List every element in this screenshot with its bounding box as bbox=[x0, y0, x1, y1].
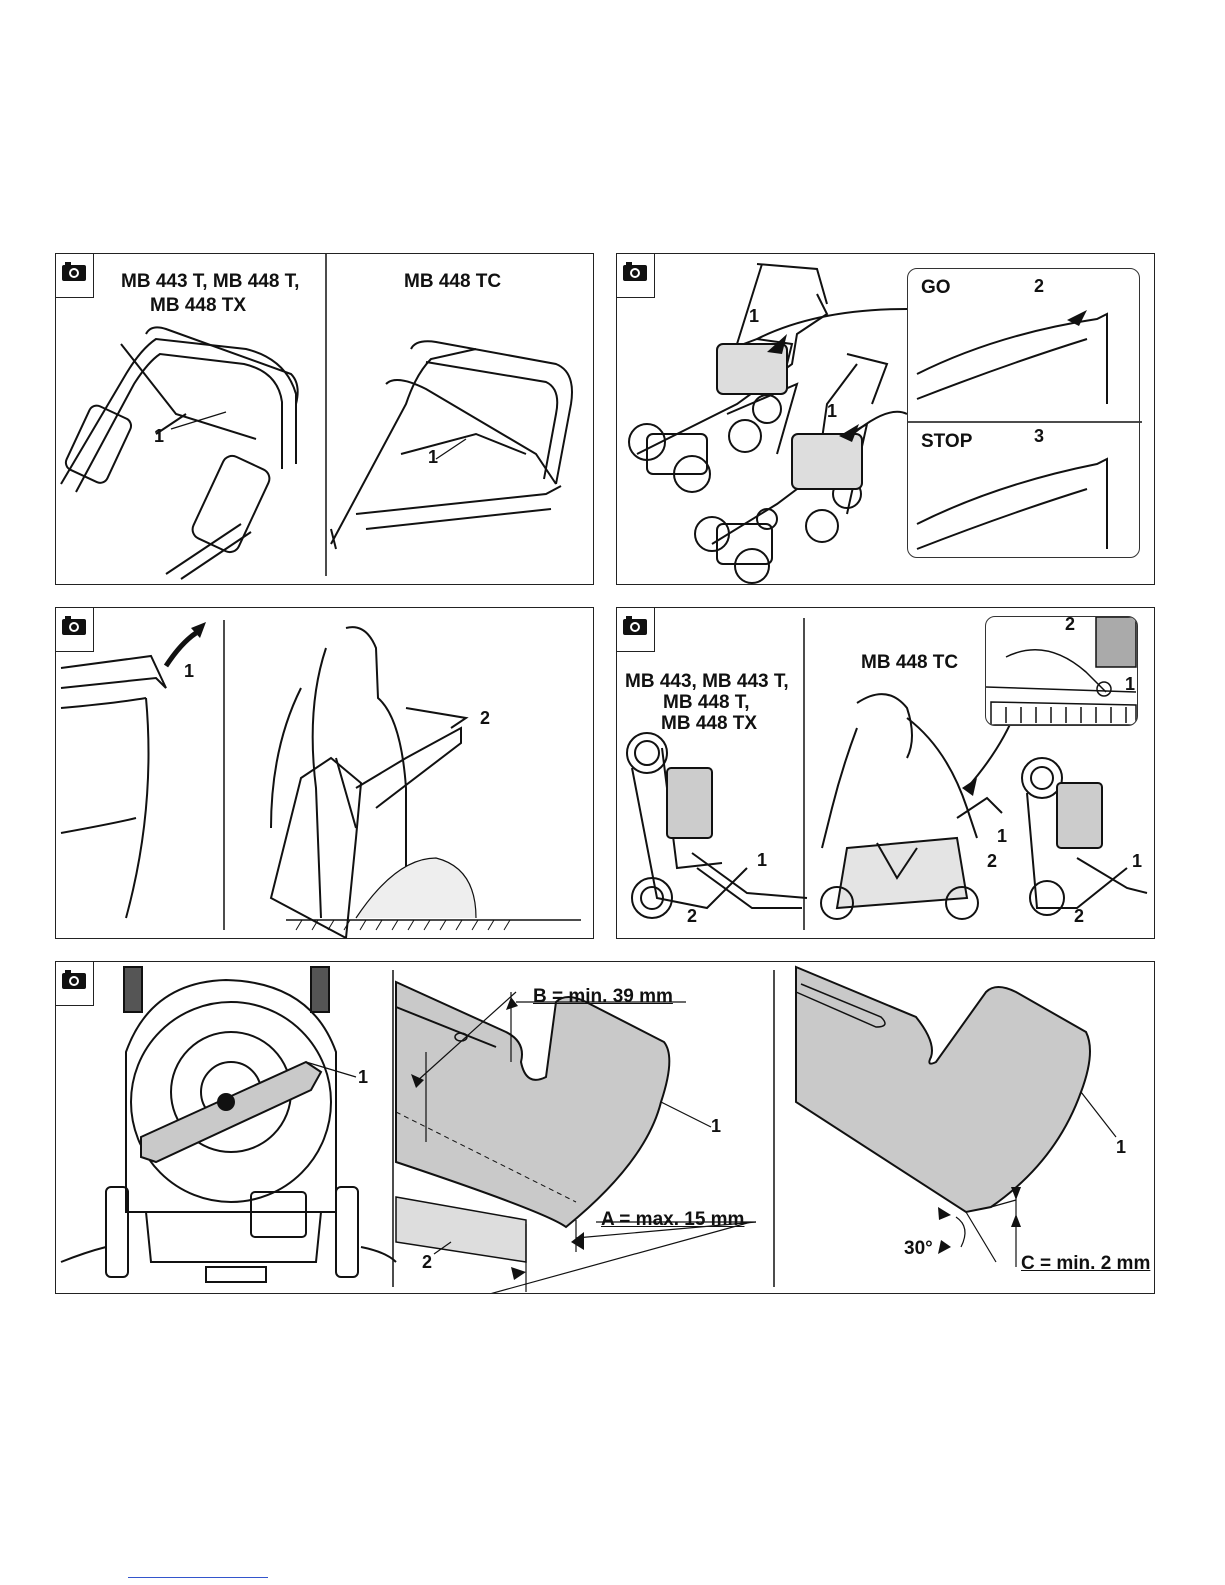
label-angle: 30° bbox=[904, 1238, 933, 1259]
label-a-max: A = max. 15 mm bbox=[601, 1209, 744, 1230]
callout-1-right: 1 bbox=[428, 447, 438, 468]
detail-inset-art bbox=[986, 617, 1138, 726]
label-c-min: C = min. 2 mm bbox=[1021, 1253, 1150, 1274]
callout-2-right-mower: 2 bbox=[1074, 906, 1084, 927]
callout-2-bag: 2 bbox=[480, 708, 490, 729]
heading-models-left-3: MB 448 TX bbox=[661, 713, 757, 734]
handle-lever-illustration bbox=[56, 254, 594, 585]
callout-1-center: 1 bbox=[997, 826, 1007, 847]
panel-blade-wear: 1 B = min. 39 mm 1 A = max. 15 mm 2 1 30… bbox=[55, 961, 1155, 1294]
callout-1-blade-block: 1 bbox=[711, 1116, 721, 1137]
callout-2-center: 2 bbox=[987, 851, 997, 872]
footer-link-line bbox=[128, 1577, 268, 1578]
panel-fill-indicator: GO STOP 1 1 2 3 bbox=[616, 253, 1155, 585]
heading-models-left-1: MB 443, MB 443 T, bbox=[625, 671, 789, 692]
panel-handle-lever: MB 443 T, MB 448 T, MB 448 TX MB 448 TC … bbox=[55, 253, 594, 585]
callout-1-right-mower: 1 bbox=[1132, 851, 1142, 872]
detail-inset bbox=[985, 616, 1138, 726]
callout-2-left-mower: 2 bbox=[687, 906, 697, 927]
callout-1-blade-edge: 1 bbox=[1116, 1137, 1126, 1158]
callout-3-stop: 3 bbox=[1034, 426, 1044, 447]
callout-2-inset: 2 bbox=[1065, 614, 1075, 635]
callout-1-bag: 1 bbox=[184, 661, 194, 682]
callout-1-blade-mounted: 1 bbox=[358, 1067, 368, 1088]
panel-emptying-bag: 1 2 bbox=[55, 607, 594, 939]
callout-1-mower-2: 1 bbox=[827, 401, 837, 422]
callout-1-mower-1: 1 bbox=[749, 306, 759, 327]
panel-cleaning-port: MB 443, MB 443 T, MB 448 T, MB 448 TX MB… bbox=[616, 607, 1155, 939]
callout-1-left: 1 bbox=[154, 426, 164, 447]
callout-2-go: 2 bbox=[1034, 276, 1044, 297]
blade-wear-illustration bbox=[56, 962, 1155, 1294]
heading-models-right: MB 448 TC bbox=[861, 652, 958, 673]
emptying-illustration bbox=[56, 608, 594, 939]
label-b-min: B = min. 39 mm bbox=[533, 986, 673, 1007]
go-stop-inset bbox=[907, 268, 1140, 558]
callout-1-inset: 1 bbox=[1125, 674, 1135, 695]
heading-models-left-2: MB 448 T, bbox=[663, 692, 750, 713]
heading-models-left-2: MB 448 TX bbox=[150, 295, 246, 316]
heading-models-left: MB 443 T, MB 448 T, bbox=[121, 271, 299, 292]
callout-2-block: 2 bbox=[422, 1252, 432, 1273]
label-stop: STOP bbox=[921, 431, 972, 452]
heading-models-right: MB 448 TC bbox=[404, 271, 501, 292]
callout-1-left-mower: 1 bbox=[757, 850, 767, 871]
label-go: GO bbox=[921, 277, 951, 298]
